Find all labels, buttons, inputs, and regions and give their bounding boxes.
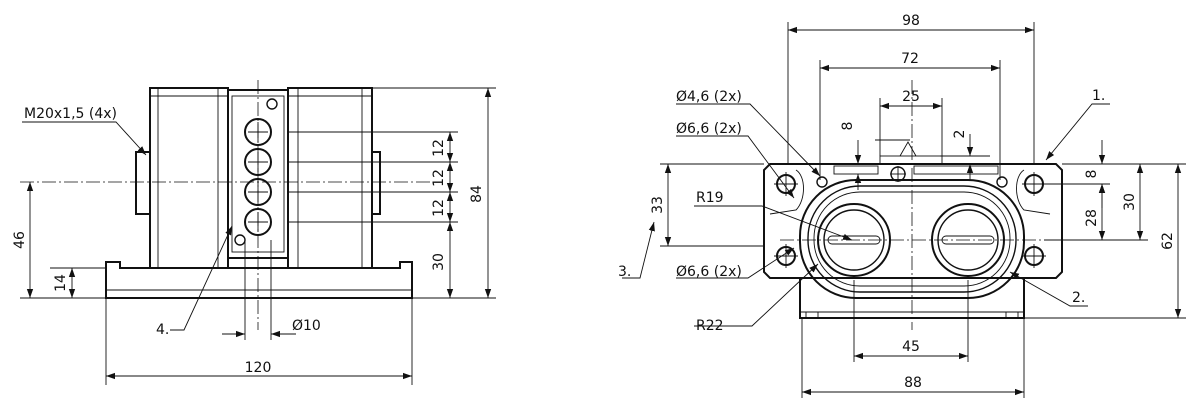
radius-19-label: R19 bbox=[696, 190, 724, 206]
left-housing-left-block bbox=[149, 87, 229, 269]
dim-88: 88 bbox=[904, 375, 922, 391]
left-clamp bbox=[769, 169, 804, 215]
dim-62: 62 bbox=[1160, 232, 1176, 250]
thread-label: M20x1,5 (4x) bbox=[24, 106, 117, 122]
dim-pitch-3: 12 bbox=[431, 199, 447, 217]
dim-axis-46: 46 bbox=[12, 231, 28, 249]
radius-22-label: R22 bbox=[696, 318, 724, 334]
callout-4: 4. bbox=[156, 322, 169, 338]
dim-2: 2 bbox=[952, 130, 968, 139]
dim-width-120: 120 bbox=[245, 360, 272, 376]
hole-66-bottom-label: Ø6,6 (2x) bbox=[676, 264, 742, 280]
dim-30: 30 bbox=[1122, 193, 1138, 211]
dim-98: 98 bbox=[902, 13, 920, 29]
right-gland-boss bbox=[371, 151, 381, 215]
dim-8-right: 8 bbox=[1084, 170, 1100, 179]
mounting-holes bbox=[774, 166, 1046, 268]
dim-height-84: 84 bbox=[469, 185, 485, 203]
dim-bottom-30: 30 bbox=[431, 253, 447, 271]
dim-pitch-2: 12 bbox=[431, 169, 447, 187]
dim-45: 45 bbox=[902, 339, 920, 355]
dim-hole-diameter: Ø10 bbox=[292, 318, 321, 334]
callout-3: 3. bbox=[618, 264, 631, 280]
dim-8-top: 8 bbox=[840, 122, 856, 131]
dim-72: 72 bbox=[901, 51, 919, 67]
left-housing-right-block bbox=[287, 87, 373, 269]
right-view: 98 72 25 8 2 Ø4,6 (2x) Ø6,6 (2x) Ø6,6 (2… bbox=[618, 13, 1186, 398]
dim-33: 33 bbox=[650, 196, 666, 214]
dim-pitch-1: 12 bbox=[431, 139, 447, 157]
dim-base-14: 14 bbox=[53, 274, 69, 292]
left-base-plate bbox=[105, 261, 413, 299]
callout-1: 1. bbox=[1092, 88, 1105, 104]
terminal-holes bbox=[234, 98, 278, 246]
right-flange bbox=[763, 163, 1063, 279]
dim-28: 28 bbox=[1084, 209, 1100, 227]
hole-66-top-label: Ø6,6 (2x) bbox=[676, 121, 742, 137]
dim-25: 25 bbox=[902, 89, 920, 105]
callout-2: 2. bbox=[1072, 290, 1085, 306]
hole-46-label: Ø4,6 (2x) bbox=[676, 89, 742, 105]
left-gland-boss bbox=[135, 151, 151, 215]
right-clamp bbox=[1016, 169, 1051, 215]
left-view: M20x1,5 (4x) 12 12 12 30 84 46 14 120 Ø1… bbox=[12, 80, 496, 385]
